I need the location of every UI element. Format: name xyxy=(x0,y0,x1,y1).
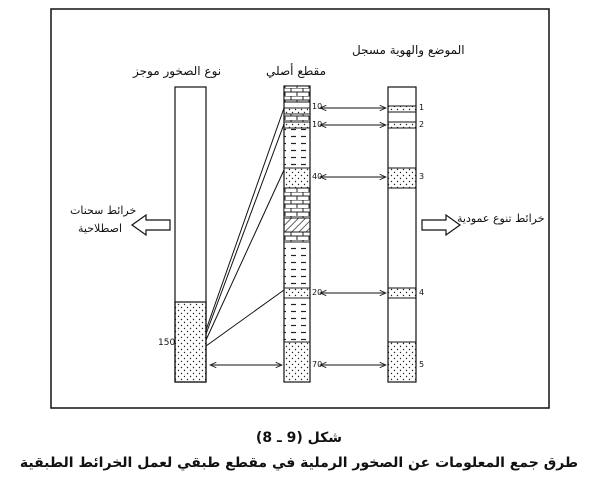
mid-marker-2: 10 xyxy=(312,120,323,129)
left-hollow-arrow xyxy=(130,213,171,237)
figure-number: شكل (9 ـ 8) xyxy=(255,430,343,446)
right-column xyxy=(387,86,417,383)
right-marker-1: 1 xyxy=(419,103,425,112)
figure-border xyxy=(50,8,550,409)
left-value-label: 150 xyxy=(158,338,176,348)
mid-marker-4: 20 xyxy=(312,288,323,297)
figure-caption: طرق جمع المعلومات عن الصخور الرملية في م… xyxy=(19,455,579,471)
mid-marker-1: 10 xyxy=(312,102,323,111)
right-marker-4: 4 xyxy=(419,288,425,297)
double-arrows xyxy=(210,108,386,365)
right-marker-3: 3 xyxy=(419,172,425,181)
mid-marker-3: 40 xyxy=(312,172,323,181)
right-hollow-arrow xyxy=(421,213,462,237)
left-arrow-label-line2: اصطلاحية xyxy=(78,222,122,235)
middle-column xyxy=(283,85,311,383)
left-arrow-label-line1: خرائط سحنات xyxy=(70,204,137,217)
mid-marker-5: 70 xyxy=(312,360,323,369)
middle-column-title: مقطع أصلي xyxy=(266,64,327,78)
correlation-lines xyxy=(205,107,285,347)
right-marker-5: 5 xyxy=(419,360,425,369)
left-column-sand xyxy=(174,301,207,383)
right-arrow-label: خرائط تنوع عمودية xyxy=(457,212,545,225)
right-marker-2: 2 xyxy=(419,120,425,129)
left-column-title: نوع الصخور موجز xyxy=(133,64,222,78)
right-column-title: الموضع والهوية مسجل xyxy=(352,43,465,57)
